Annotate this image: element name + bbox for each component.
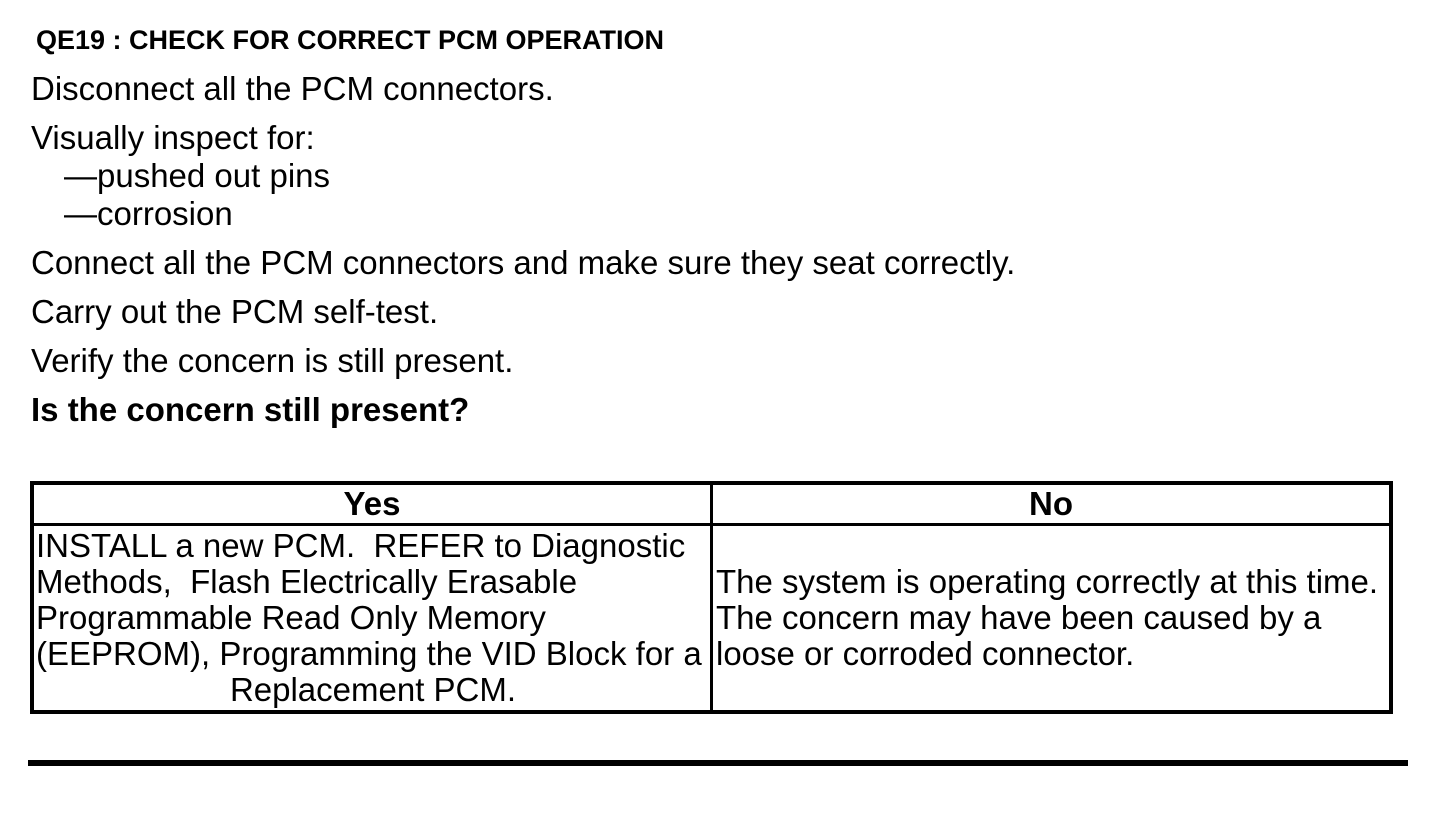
inspection-block: Visually inspect for: —pushed out pins —… xyxy=(31,119,1411,233)
yes-action-line: Programmable Read Only Memory xyxy=(36,599,546,636)
page-bottom-divider xyxy=(28,760,1408,766)
no-action-cell: The system is operating correctly at thi… xyxy=(710,523,1393,714)
procedure-step-verify: Verify the concern is still present. xyxy=(31,342,514,379)
results-table: Yes No INSTALL a new PCM. REFER to Diagn… xyxy=(30,481,1393,714)
procedure-step-disconnect: Disconnect all the PCM connectors. xyxy=(31,70,554,107)
yes-action-line: Methods, Flash Electrically Erasable xyxy=(36,563,578,600)
no-column-header: No xyxy=(710,481,1393,526)
procedure-step-connect: Connect all the PCM connectors and make … xyxy=(31,244,1016,281)
results-table-body: INSTALL a new PCM. REFER to Diagnostic M… xyxy=(30,523,1393,714)
no-action-line: The system is operating correctly at thi… xyxy=(716,563,1379,600)
yes-column-header: Yes xyxy=(30,481,713,526)
inspection-item-pins: —pushed out pins xyxy=(64,157,331,194)
yes-action-cell: INSTALL a new PCM. REFER to Diagnostic M… xyxy=(30,523,713,714)
pinpoint-test-heading: QE19 : CHECK FOR CORRECT PCM OPERATION xyxy=(36,25,665,55)
no-action-line: The concern may have been caused by a xyxy=(716,599,1322,636)
header-row: Yes No xyxy=(30,481,1393,526)
inspection-item-corrosion: —corrosion xyxy=(64,195,233,232)
yes-action-line: INSTALL a new PCM. REFER to Diagnostic xyxy=(36,527,686,564)
yes-action-line: Replacement PCM. xyxy=(229,671,517,708)
action-row: INSTALL a new PCM. REFER to Diagnostic M… xyxy=(30,523,1393,714)
procedure-step-selftest: Carry out the PCM self-test. xyxy=(31,293,439,330)
yes-action-line: (EEPROM), Programming the VID Block for … xyxy=(36,635,702,672)
no-action-line: loose or corroded connector. xyxy=(716,635,1135,672)
decision-question: Is the concern still present? xyxy=(31,391,470,428)
results-table-header: Yes No xyxy=(30,481,1393,526)
inspection-intro: Visually inspect for: xyxy=(31,119,315,156)
document-content: QE19 : CHECK FOR CORRECT PCM OPERATION D… xyxy=(30,24,1411,714)
